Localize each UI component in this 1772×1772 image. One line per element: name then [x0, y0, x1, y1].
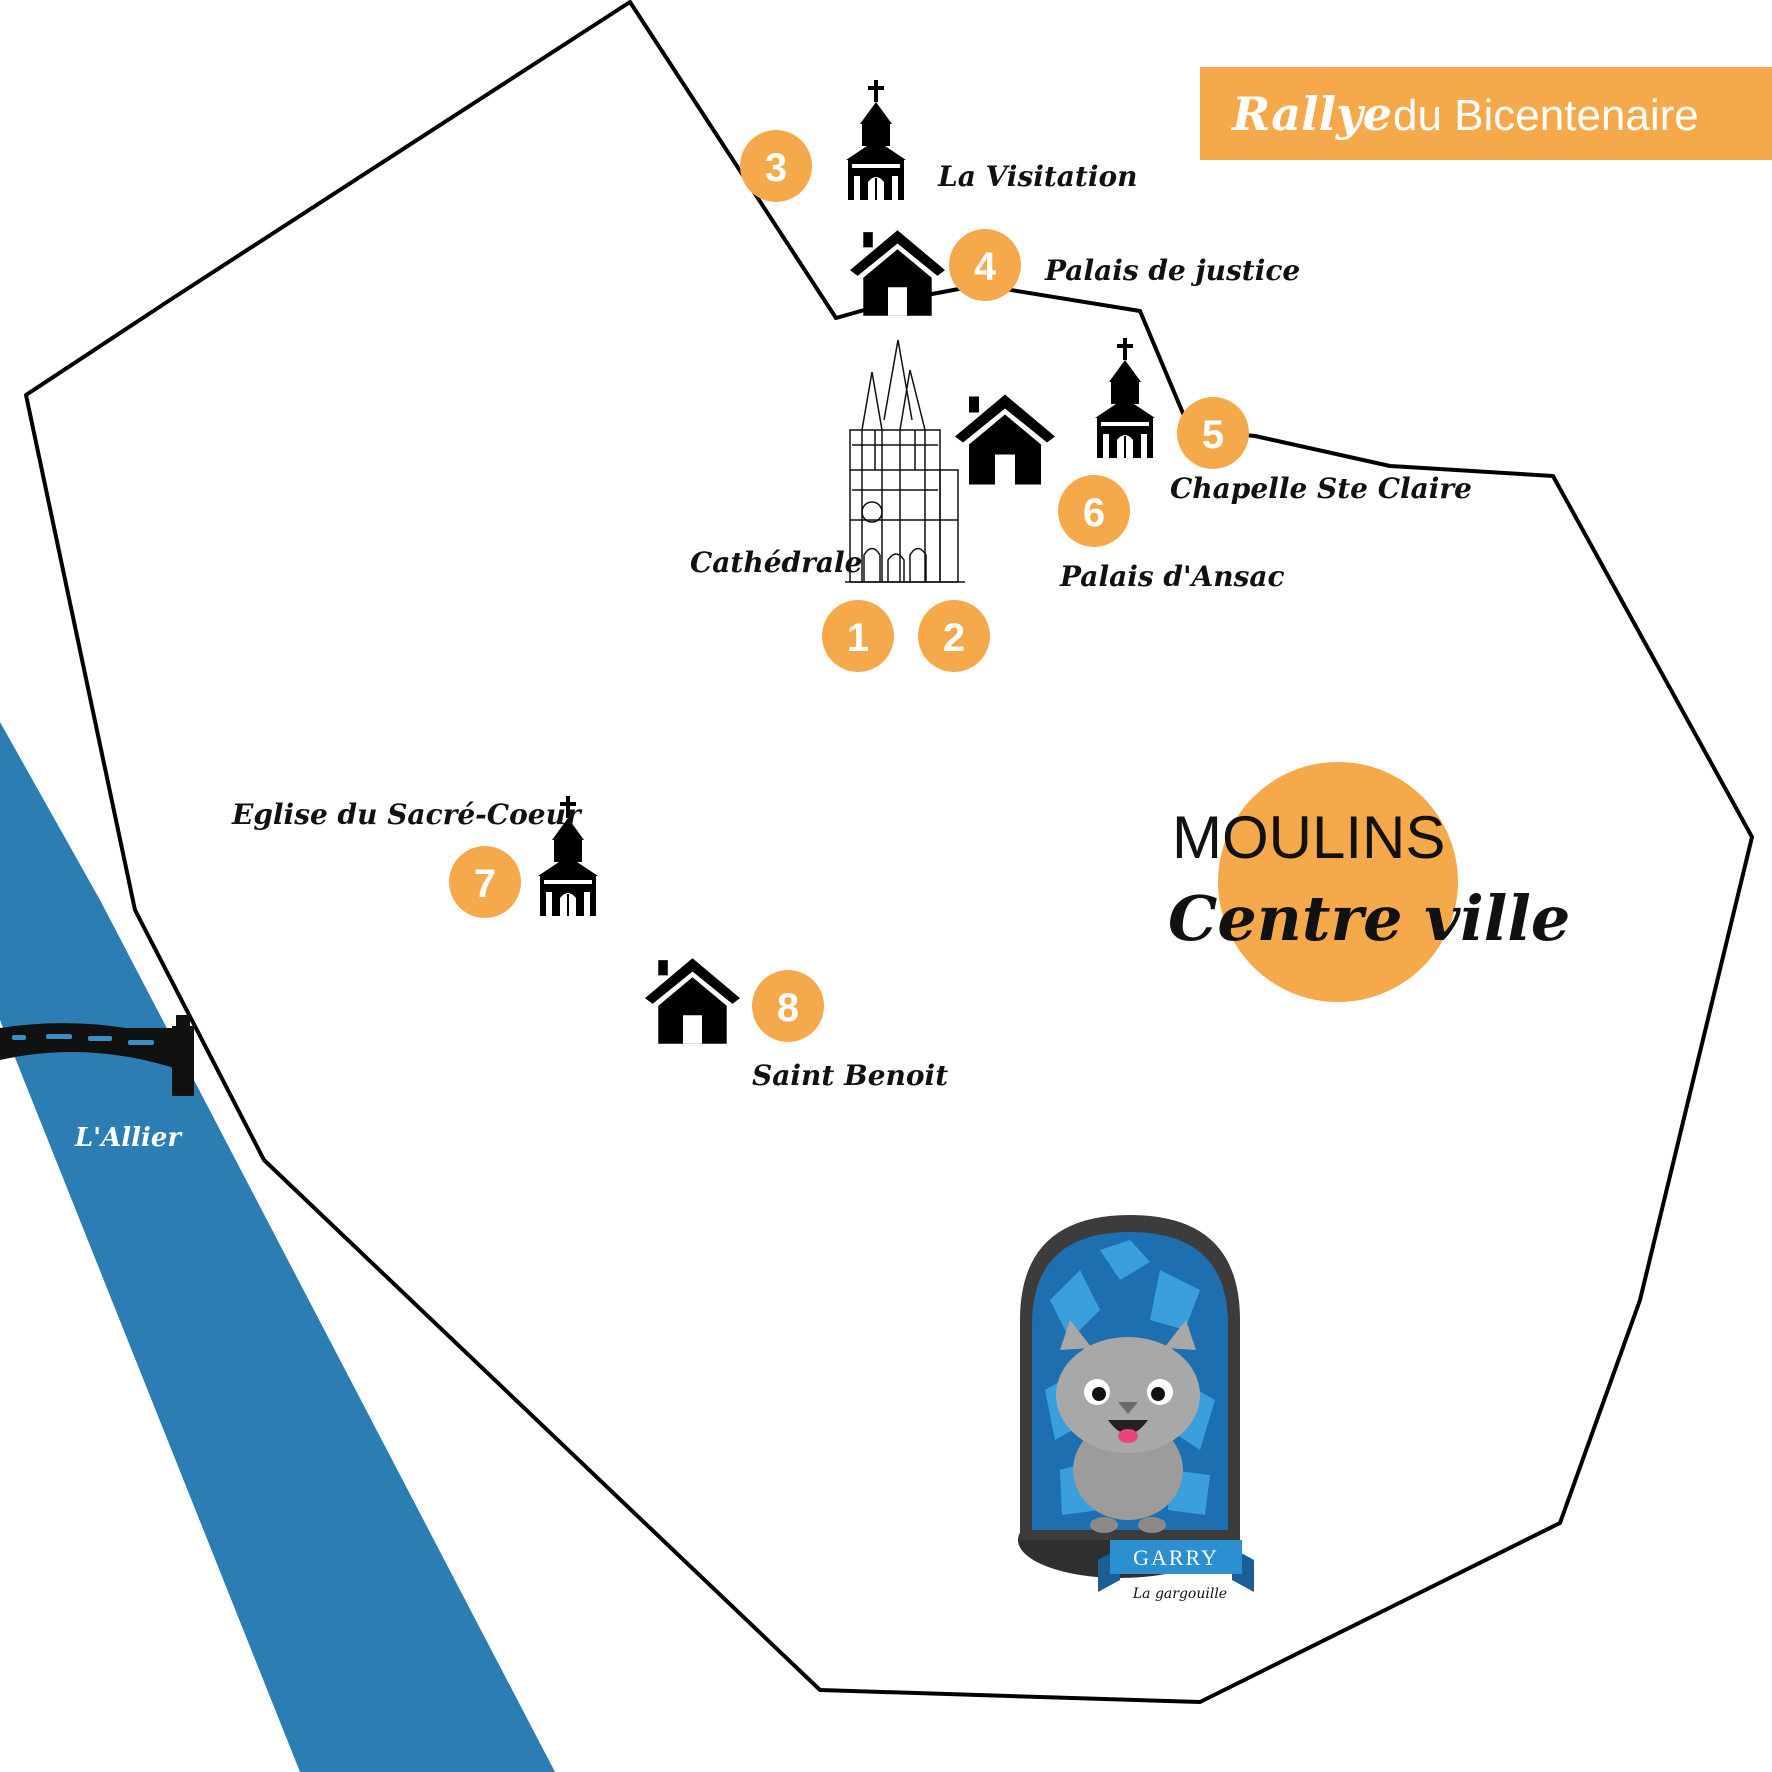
marker-5[interactable]: 5: [1177, 397, 1249, 469]
marker-4[interactable]: 4: [949, 229, 1021, 301]
river-label: L'Allier: [74, 1123, 184, 1153]
marker-8[interactable]: 8: [752, 970, 824, 1042]
city-title: MOULINS: [1172, 804, 1445, 871]
marker-3-number: 3: [765, 146, 787, 190]
gargoyle-mascot: GARRY La gargouille: [1018, 1215, 1254, 1602]
marker-6-number: 6: [1083, 491, 1105, 535]
marker-7-number: 7: [474, 862, 496, 906]
banner-plain-text: du Bicentenaire: [1393, 91, 1699, 140]
banner-background: [1200, 67, 1772, 160]
city-subtitle: Centre ville: [1168, 882, 1570, 955]
marker-5-number: 5: [1202, 413, 1224, 457]
marker-8-number: 8: [777, 986, 799, 1030]
mascot-subtitle: La gargouille: [1132, 1586, 1227, 1602]
marker-3[interactable]: 3: [740, 130, 812, 202]
mascot-ribbon: [1110, 1540, 1242, 1574]
church-icon-visitation: [846, 80, 906, 200]
banner-script-text: Rallye: [1230, 87, 1392, 141]
label-la-visitation: La Visitation: [937, 160, 1138, 193]
cathedral-icon: [845, 339, 965, 583]
city-title-block: MOULINS Centre ville: [1168, 762, 1570, 1002]
marker-2[interactable]: 2: [918, 600, 990, 672]
bridge-icon: [0, 1015, 194, 1096]
marker-4-number: 4: [974, 245, 997, 289]
label-chapelle-ste-claire: Chapelle Ste Claire: [1170, 472, 1472, 505]
label-saint-benoit: Saint Benoit: [752, 1059, 948, 1092]
label-eglise-sacre-coeur: Eglise du Sacré-Coeur: [231, 798, 583, 831]
house-icon-palais-justice: [850, 230, 945, 316]
marker-7[interactable]: 7: [449, 846, 521, 918]
city-accent-circle: [1218, 762, 1458, 1002]
label-cathedrale: Cathédrale: [690, 546, 862, 579]
church-icon-sainte-claire: [1095, 338, 1155, 458]
marker-2-number: 2: [943, 616, 965, 660]
label-palais-ansac: Palais d'Ansac: [1059, 560, 1285, 593]
marker-1[interactable]: 1: [822, 600, 894, 672]
label-palais-de-justice: Palais de justice: [1044, 254, 1300, 287]
marker-1-number: 1: [847, 616, 869, 660]
marker-6[interactable]: 6: [1058, 475, 1130, 547]
river-allier: [0, 722, 555, 1772]
mascot-name: GARRY: [1133, 1545, 1219, 1570]
house-icon-palais-ansac: [955, 394, 1055, 485]
house-icon-saint-benoit: [645, 958, 740, 1044]
title-banner: Rallye du Bicentenaire: [1200, 67, 1772, 160]
